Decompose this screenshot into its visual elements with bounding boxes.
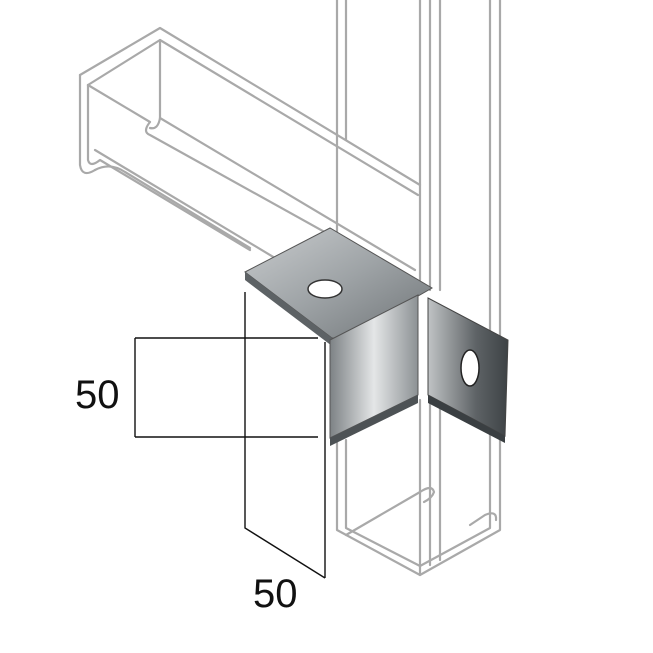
dimension-vertical: 50 [75, 337, 318, 438]
dimension-label-horizontal: 50 [253, 572, 298, 616]
top-hole [307, 279, 343, 299]
dimension-horizontal: 50 [244, 292, 326, 616]
dimension-label-vertical: 50 [75, 373, 120, 417]
two-hole-angle-bracket [244, 227, 509, 446]
side-hole [460, 349, 480, 387]
horizontal-channel [78, 26, 422, 302]
